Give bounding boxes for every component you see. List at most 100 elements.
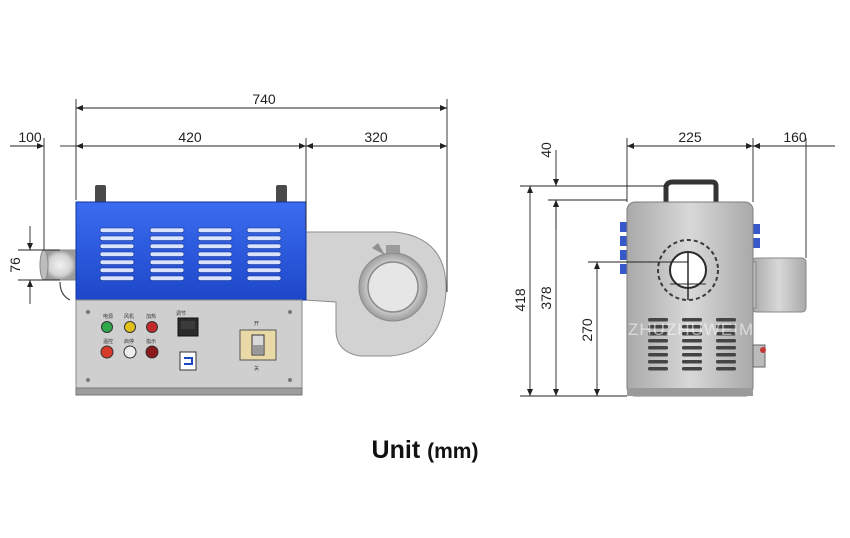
side-vent-slot	[648, 318, 668, 322]
vent-slot	[99, 275, 135, 281]
vent-slot	[246, 227, 282, 233]
panel-label: 启停	[124, 338, 134, 345]
panel-label: 电源	[103, 313, 113, 320]
unit-caption: Unit (mm)	[0, 436, 850, 465]
vent-slot	[246, 267, 282, 273]
vent-slot	[99, 267, 135, 273]
vent-slot	[99, 259, 135, 265]
panel-label: 风机	[124, 313, 134, 320]
lifting-lug-left	[95, 185, 106, 203]
side-vent-slot	[648, 360, 668, 364]
dim-body-height: 378	[538, 286, 554, 310]
panel-label: 关	[254, 365, 259, 372]
side-vent-slot	[648, 339, 668, 343]
vent-slot	[246, 259, 282, 265]
cover-vents	[99, 227, 282, 281]
side-vent-slot	[716, 332, 736, 336]
indicator-yellow	[124, 321, 136, 333]
side-vent-slot	[682, 325, 702, 329]
side-vent-slot	[682, 360, 702, 364]
dim-left-offset: 100	[18, 129, 42, 145]
vent-slot	[149, 251, 185, 257]
side-vent-slot	[682, 346, 702, 350]
panel-label: 温控	[103, 338, 113, 345]
unit-label: Unit	[371, 436, 421, 464]
side-vent-slot	[648, 353, 668, 357]
vent-slot	[246, 235, 282, 241]
carry-handle	[663, 179, 719, 203]
vent-slot	[197, 259, 233, 265]
side-vent-slot	[716, 367, 736, 371]
switch-white[interactable]	[123, 345, 137, 359]
motor-body	[751, 257, 807, 313]
vent-slot	[197, 235, 233, 241]
rotary-knob-plate[interactable]	[179, 351, 197, 371]
vent-slot	[99, 235, 135, 241]
vent-slot	[149, 275, 185, 281]
side-vent-slot	[682, 367, 702, 371]
side-vents	[648, 318, 736, 371]
side-view: ZHUZHUWEIMEIZHUZHEI	[620, 179, 850, 397]
vent-slot	[149, 259, 185, 265]
side-fins-right	[752, 224, 760, 248]
vent-slot	[149, 227, 185, 233]
side-vent-slot	[716, 339, 736, 343]
lifting-lug-right	[276, 185, 287, 203]
side-vent-slot	[682, 332, 702, 336]
dimension-labels: 740 100 420 320 76 40 225 160 418 378 27…	[7, 91, 807, 342]
dim-blower-width: 320	[364, 129, 388, 145]
front-view: 电源 风机 加热 温控 启停 指示 调节 开 关	[39, 185, 447, 396]
switch-darkred[interactable]	[145, 345, 159, 359]
dimension-lines	[10, 99, 835, 397]
side-vent-slot	[716, 318, 736, 322]
vent-slot	[99, 227, 135, 233]
switch-red[interactable]	[100, 345, 114, 359]
vent-slot	[246, 243, 282, 249]
dim-side-width: 225	[678, 129, 702, 145]
vent-slot	[246, 251, 282, 257]
vent-slot	[197, 251, 233, 257]
vent-slot	[197, 267, 233, 273]
side-vent-slot	[716, 360, 736, 364]
side-vent-slot	[648, 346, 668, 350]
dim-top-offset: 40	[538, 142, 554, 158]
indicator-green	[101, 321, 113, 333]
panel-label: 调节	[176, 310, 186, 317]
dim-center-height: 270	[579, 318, 595, 342]
side-vent-slot	[716, 346, 736, 350]
vent-slot	[246, 275, 282, 281]
panel-label: 开	[254, 321, 259, 327]
side-vent-slot	[648, 332, 668, 336]
unit-paren: (mm)	[427, 440, 479, 463]
watermark: ZHUZHUWEIMEIZHUZHEI	[628, 320, 850, 339]
vent-slot	[149, 267, 185, 273]
side-vent-slot	[648, 367, 668, 371]
dim-inlet-height: 76	[7, 257, 23, 273]
panel-label: 加热	[146, 313, 156, 320]
dim-body-width: 420	[178, 129, 202, 145]
side-vent-slot	[682, 339, 702, 343]
vent-slot	[197, 227, 233, 233]
dim-overall-width: 740	[252, 91, 276, 107]
indicator-red	[146, 321, 158, 333]
dim-motor-width: 160	[783, 129, 807, 145]
inlet-duct	[43, 249, 77, 281]
side-fins-left	[620, 222, 628, 274]
side-vent-slot	[716, 325, 736, 329]
dim-total-height: 418	[512, 288, 528, 312]
side-vent-slot	[682, 353, 702, 357]
vent-slot	[149, 235, 185, 241]
side-vent-slot	[648, 325, 668, 329]
side-fan-housing	[657, 239, 719, 301]
vent-slot	[99, 251, 135, 257]
panel-label: 指示	[146, 338, 156, 345]
vent-slot	[197, 243, 233, 249]
vent-slot	[197, 275, 233, 281]
vent-slot	[149, 243, 185, 249]
side-vent-slot	[682, 318, 702, 322]
blue-cover	[75, 201, 307, 301]
vent-slot	[99, 243, 135, 249]
blower-outlet	[367, 261, 419, 313]
side-vent-slot	[716, 353, 736, 357]
